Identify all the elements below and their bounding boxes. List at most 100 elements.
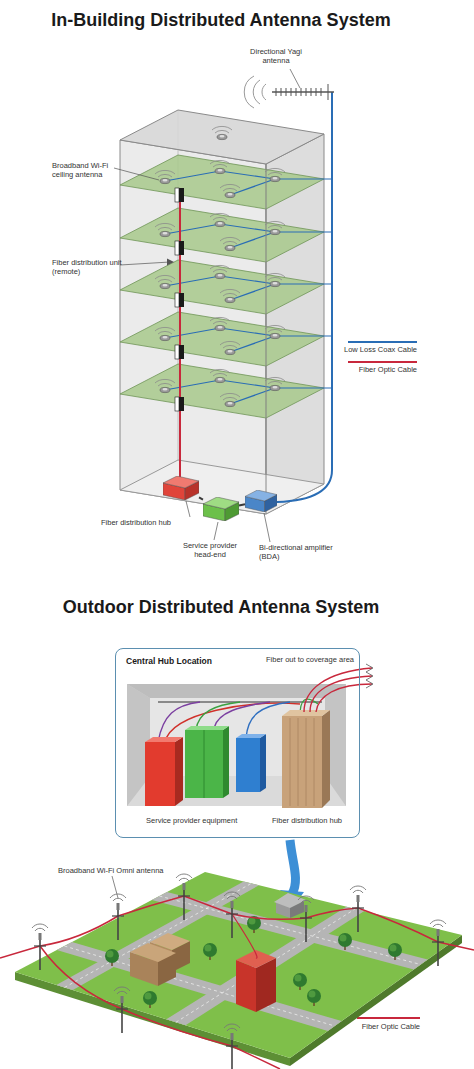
amplifier-box: Bi-directional amplifier (BDA): [245, 490, 277, 512]
ground-floor: [120, 460, 324, 514]
tree: [143, 991, 157, 1008]
antenna-poles: [32, 874, 446, 1069]
antenna-pole: [430, 920, 446, 966]
floor-plate: [120, 312, 332, 366]
fiber-distribution-unit: [175, 241, 184, 255]
leader-line: [290, 69, 300, 88]
road: [166, 907, 364, 1026]
red-building: [236, 960, 256, 1012]
antenna-pole: [176, 874, 192, 920]
callout-label: Fiber distribution unit (remote): [52, 258, 132, 276]
blue-cabinet: [236, 734, 266, 792]
patch-cable: [214, 702, 270, 728]
floor-plate: [120, 208, 332, 262]
antenna-pole: [224, 892, 240, 938]
callout-label: Service provider equipment: [146, 816, 256, 825]
leader-line: [264, 513, 270, 542]
tree: [105, 949, 119, 966]
box-top: [203, 497, 239, 509]
callout-label: Fiber out to coverage area: [266, 655, 370, 664]
ground-plane: [15, 872, 462, 1058]
coax-legend-line: [348, 341, 417, 343]
tree: [338, 933, 352, 950]
fiber-distribution-unit: [175, 188, 184, 202]
fiber-out: [304, 668, 372, 712]
node-label: Service provider head-end: [174, 541, 246, 559]
patch-cable: [196, 702, 240, 730]
box-shape: [163, 476, 199, 500]
node-label: Central Hub Location: [126, 656, 276, 666]
cabinet-panels: [290, 718, 314, 806]
yagi-antenna: [244, 76, 334, 108]
callout-label: Broadband Wi-Fi Omni antenna: [58, 866, 178, 875]
outdoor-ground: [15, 872, 462, 1066]
green-cabinet: [185, 726, 229, 798]
floor-plate: [120, 260, 332, 314]
cabinet-front: [236, 738, 260, 792]
pointer-arrow: [290, 840, 295, 894]
building-front-edge: [266, 164, 267, 514]
fiber-line: [0, 896, 474, 958]
legend-label: Low Loss Coax Cable: [340, 345, 417, 354]
coax-riser: [277, 92, 332, 502]
road-markings: [64, 883, 420, 1026]
road: [57, 942, 342, 1031]
leader-arrowhead: [167, 259, 174, 266]
callout-label: Broadband Wi-Fi ceiling antenna: [52, 161, 124, 179]
signal-waves: [244, 76, 266, 108]
cabinet-front: [145, 742, 175, 806]
cabinet-front: [282, 716, 322, 808]
antenna-pole: [298, 896, 314, 942]
tree: [203, 943, 217, 960]
cabinet-side: [223, 726, 229, 798]
tree: [293, 973, 307, 990]
node-label: Fiber distribution hub: [101, 518, 196, 527]
cabinet-side: [260, 734, 266, 792]
direction-arrows: [366, 664, 373, 688]
callout-label: Fiber distribution hub: [272, 816, 362, 825]
tree: [307, 989, 321, 1006]
leader-line: [214, 522, 218, 540]
fiber-riser: [179, 190, 181, 486]
cabinet-front: [185, 730, 223, 798]
leader-line: [120, 262, 170, 265]
section-heading: Outdoor Distributed Antenna System: [0, 597, 442, 619]
floor-plate: [120, 364, 332, 418]
fiber-line: [40, 946, 280, 1069]
cabinet-top: [185, 726, 229, 730]
antenna-pole: [114, 987, 130, 1033]
antenna-pole: [110, 894, 126, 940]
fiber-network: [0, 896, 474, 1069]
brown-building: [130, 943, 176, 962]
diagram-title: In-Building Distributed Antenna System: [0, 10, 442, 32]
hub-panel: Central Hub Location: [115, 648, 360, 838]
cabinet-divider: [204, 730, 205, 798]
fiber-hub-box: Fiber distribution hub: [163, 476, 199, 500]
legend-label: Fiber Optic Cable: [345, 1022, 420, 1031]
box-top: [245, 490, 277, 501]
antenna-pole: [350, 886, 366, 932]
fiber-distribution-unit: [175, 293, 184, 307]
city-buildings: [130, 893, 306, 1012]
fiber-distribution-unit: [175, 397, 184, 411]
head-end-box: Service provider head-end: [203, 497, 239, 521]
fiber-legend-line: [357, 1017, 420, 1019]
cable-link: [199, 497, 203, 499]
building: [120, 92, 332, 514]
fiber-line: [232, 914, 257, 958]
ceiling-antenna: [212, 126, 232, 139]
box-shape: [203, 497, 239, 521]
yagi-elements: [276, 84, 328, 100]
callout-label: Directional Yagi antenna: [240, 47, 312, 65]
room-ceiling: [127, 684, 346, 698]
roof: [120, 110, 324, 164]
floor-plate: [120, 155, 332, 209]
antenna-pole: [224, 1024, 240, 1069]
hub-cabinet: [282, 710, 330, 808]
box-shape: [245, 490, 277, 512]
cabinet-top: [282, 710, 330, 716]
hub-room: [127, 664, 373, 808]
